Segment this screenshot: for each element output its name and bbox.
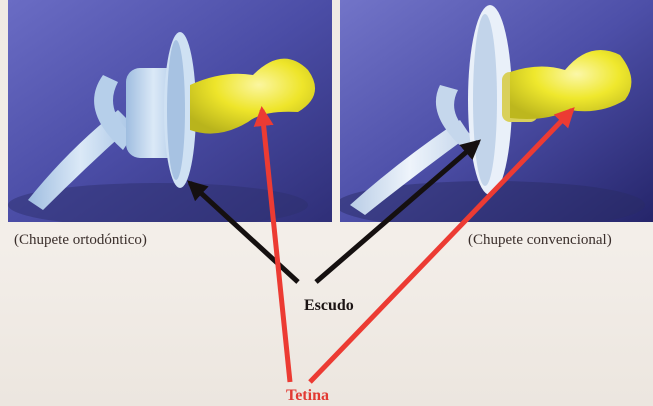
orthodontic-pacifier-photo bbox=[8, 0, 332, 222]
tetina-label: Tetina bbox=[286, 387, 329, 405]
orthodontic-caption: (Chupete ortodóntico) bbox=[14, 232, 147, 249]
conventional-pacifier-photo bbox=[340, 0, 653, 222]
escudo-label: Escudo bbox=[304, 297, 354, 315]
conventional-caption: (Chupete convencional) bbox=[468, 232, 612, 249]
